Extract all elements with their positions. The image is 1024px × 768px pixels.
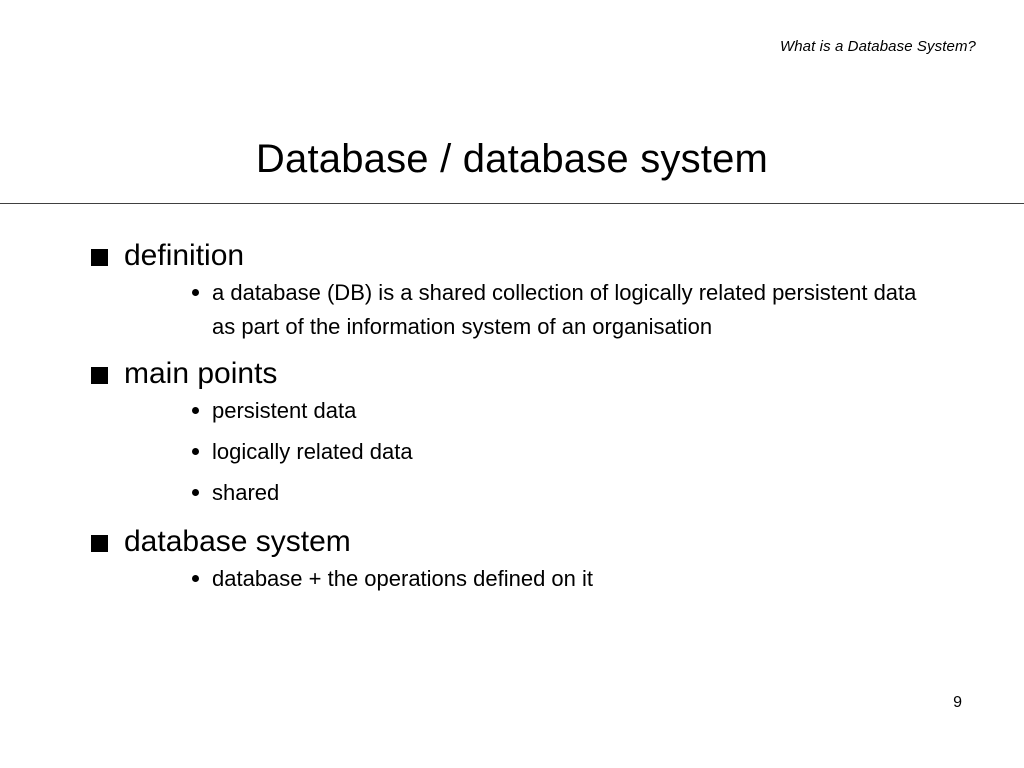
running-header: What is a Database System? xyxy=(779,38,976,55)
slide-content: definition a database (DB) is a shared c… xyxy=(88,238,968,602)
outline-level2-item: persistent data xyxy=(88,394,968,428)
square-bullet-icon xyxy=(91,367,108,384)
outline-level2-label: logically related data xyxy=(212,439,413,464)
outline-level1-label: database system xyxy=(124,525,351,558)
dot-bullet-icon xyxy=(192,448,199,455)
outline-level2-label: shared xyxy=(212,480,280,505)
outline-group-definition: definition a database (DB) is a shared c… xyxy=(88,238,968,344)
outline-group-database-system: database system database + the operation… xyxy=(88,524,968,596)
outline-level2-item: logically related data xyxy=(88,435,968,469)
outline-level2-item: database + the operations defined on it xyxy=(88,562,968,596)
dot-bullet-icon xyxy=(192,407,199,414)
outline-group-main-points: main points persistent data logically re… xyxy=(88,356,968,510)
square-bullet-icon xyxy=(91,249,108,266)
outline-level1-item: main points xyxy=(88,356,968,392)
outline-level2-item: a database (DB) is a shared collection o… xyxy=(88,276,968,344)
title-divider xyxy=(0,203,1024,204)
outline-level1-item: definition xyxy=(88,238,968,274)
square-bullet-icon xyxy=(91,535,108,552)
outline-level1-label: main points xyxy=(124,357,278,390)
outline-level1-item: database system xyxy=(88,524,968,560)
outline-level2-item: shared xyxy=(88,476,968,510)
dot-bullet-icon xyxy=(192,289,199,296)
outline-level2-label: database + the operations defined on it xyxy=(212,566,594,591)
outline-level2-label: a database (DB) is a shared collection o… xyxy=(212,280,917,339)
page-number: 9 xyxy=(953,694,962,711)
outline-level2-label: persistent data xyxy=(212,398,357,423)
page-title: Database / database system xyxy=(255,136,769,181)
dot-bullet-icon xyxy=(192,489,199,496)
dot-bullet-icon xyxy=(192,575,199,582)
outline-level1-label: definition xyxy=(124,239,245,272)
